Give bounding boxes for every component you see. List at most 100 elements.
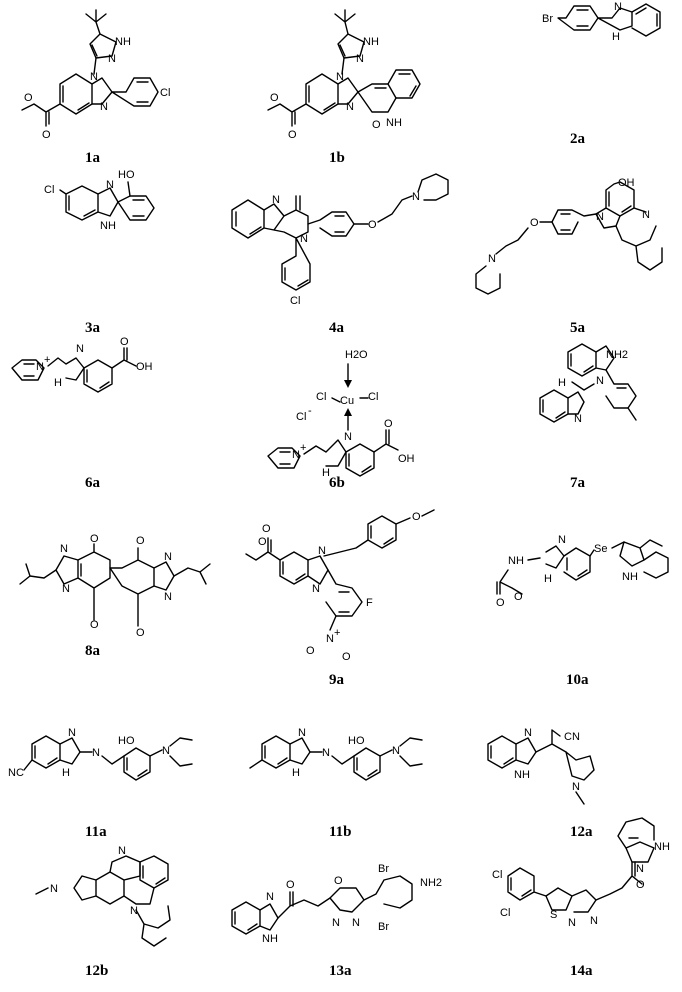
ester-o-label: O — [24, 92, 33, 104]
oxadiazole-n1-label: N — [332, 917, 340, 929]
structure-6a: N + N H OH O — [11, 336, 153, 393]
benzimidazole-n1-label: N — [596, 211, 604, 223]
amine-n-label: N — [162, 745, 170, 757]
nitro-o2-label: O — [342, 651, 351, 663]
quinone-o4-label: O — [136, 627, 145, 639]
structure-10a: N H NH O O Se NH — [496, 534, 669, 609]
pyrazole-nh-label: NH — [115, 36, 131, 48]
compound-label-7a: 7a — [570, 475, 586, 491]
ketone-o-label: O — [286, 879, 295, 891]
compound-label-1b: 1b — [329, 150, 345, 166]
amine-label: NH2 — [420, 877, 442, 889]
compound-label-5a: 5a — [570, 320, 586, 336]
acridine-n-label: N — [596, 375, 604, 387]
acid-o-label: O — [120, 336, 129, 348]
benzimidazole-n1-label: N — [318, 545, 326, 557]
structure-3a: Cl N NH HO — [44, 169, 155, 232]
nitrile-label: CN — [564, 731, 580, 743]
compound-label-6b: 6b — [329, 475, 345, 491]
compound-label-14a: 14a — [570, 963, 593, 979]
imidazole-nh-label: NH — [100, 220, 116, 232]
cu-cl2-label: Cl — [368, 391, 378, 403]
hydroxyl-label: HO — [348, 735, 365, 747]
hydroxyl-label: HO — [118, 735, 135, 747]
quinone-o2-label: O — [136, 535, 145, 547]
ring-n2-label: N — [300, 233, 308, 245]
structure-4a: N N Cl O N — [231, 173, 449, 307]
bromo2-label: Br — [378, 921, 389, 933]
structure-7a: NH2 N H N — [539, 343, 637, 425]
structure-13a: N NH O O N N Br Br NH2 — [231, 863, 442, 945]
carbamate-o2-label: O — [514, 591, 523, 603]
compound-label-6a: 6a — [85, 475, 101, 491]
piperidine-n-label: N — [412, 191, 420, 203]
ring-n-label: N — [118, 845, 126, 857]
amine-label: NH2 — [606, 349, 628, 361]
compound-label-12a: 12a — [570, 824, 593, 840]
methoxy-o-label: O — [412, 511, 421, 523]
benzimidazole-n3-label: N — [346, 101, 354, 113]
imidazole-n-label: N — [344, 431, 352, 443]
hydroxyl-label: HO — [118, 169, 135, 181]
imidazole-n-label: N — [642, 209, 650, 221]
nitro-o1-label: O — [306, 645, 315, 657]
compound-label-9a: 9a — [329, 672, 345, 688]
copper-label: Cu — [340, 395, 354, 407]
imidazole-n2-label: N — [62, 583, 70, 595]
imidazole-n-label: N — [574, 413, 582, 425]
ester-o-label: O — [270, 92, 279, 104]
imidazole-nh-label: NH — [654, 841, 670, 853]
quinone-o3-label: O — [90, 619, 99, 631]
imidazole-n-label: N — [558, 534, 566, 546]
structure-2a: Br N H — [542, 1, 661, 43]
thiadiazole-s-label: S — [550, 909, 557, 921]
chloride-label: Cl — [296, 411, 306, 423]
structure-14a: Cl Cl S N N O N NH — [492, 817, 670, 929]
imidazole-h-label: H — [612, 31, 620, 43]
bridgehead-n-label: N — [130, 905, 138, 917]
pyrrole-n-label: N — [50, 883, 58, 895]
chloride-charge-label: - — [308, 405, 312, 417]
carbamate-nh-label: NH — [508, 555, 524, 567]
structure-12a: N NH CN N — [487, 727, 595, 805]
triazole-n1-label: N — [568, 917, 576, 929]
compound-label-13a: 13a — [329, 963, 352, 979]
structure-9a: O N N O O F N + O O — [245, 509, 435, 663]
benzimidazole-n3-label: N — [100, 101, 108, 113]
bromo1-label: Br — [378, 863, 389, 875]
pyrazole-n-label: N — [108, 53, 116, 65]
pyrazole-n-label: N — [356, 53, 364, 65]
imidazole-n-label: N — [298, 727, 306, 739]
nitro-charge-label: + — [334, 627, 340, 639]
imidazole-n-label: N — [524, 727, 532, 739]
water-label: H2O — [345, 349, 368, 361]
imidazole-h-label: H — [62, 767, 70, 779]
structure-5a: OH N N O N — [475, 177, 663, 295]
carbonyl-o-label: O — [42, 129, 51, 141]
imine-n-label: N — [322, 747, 330, 759]
bromo-label: Br — [542, 13, 553, 25]
pyridinium-n-label: N — [292, 449, 300, 461]
compound-label-8a: 8a — [85, 643, 101, 659]
oxadiazole-n2-label: N — [352, 917, 360, 929]
benzimidazole-n3-label: N — [312, 583, 320, 595]
amine-n-label: N — [392, 745, 400, 757]
compound-label-4a: 4a — [329, 320, 345, 336]
imidazole-h-label: H — [544, 573, 552, 585]
imidazole-n-label: N — [636, 863, 644, 875]
oxadiazole-o-label: O — [334, 875, 343, 887]
compound-label-2a: 2a — [570, 131, 586, 147]
imidazole-nh-label: NH — [514, 769, 530, 781]
pyrrole-n-label: N — [572, 781, 580, 793]
imidazole-h-label: H — [54, 377, 62, 389]
imidazole-n-label: N — [106, 179, 114, 191]
structure-8a: O O O O N N N N — [19, 533, 211, 639]
structure-1b: NH N N N O NH O O — [267, 9, 421, 141]
nitrile-label: NC — [8, 767, 24, 779]
selenium-label: Se — [594, 543, 607, 555]
benzimidazole-n1-label: N — [336, 71, 344, 83]
ether-o-label: O — [368, 219, 377, 231]
pyridinium-charge-label: + — [44, 354, 50, 366]
indole-nh-label: NH — [622, 571, 638, 583]
